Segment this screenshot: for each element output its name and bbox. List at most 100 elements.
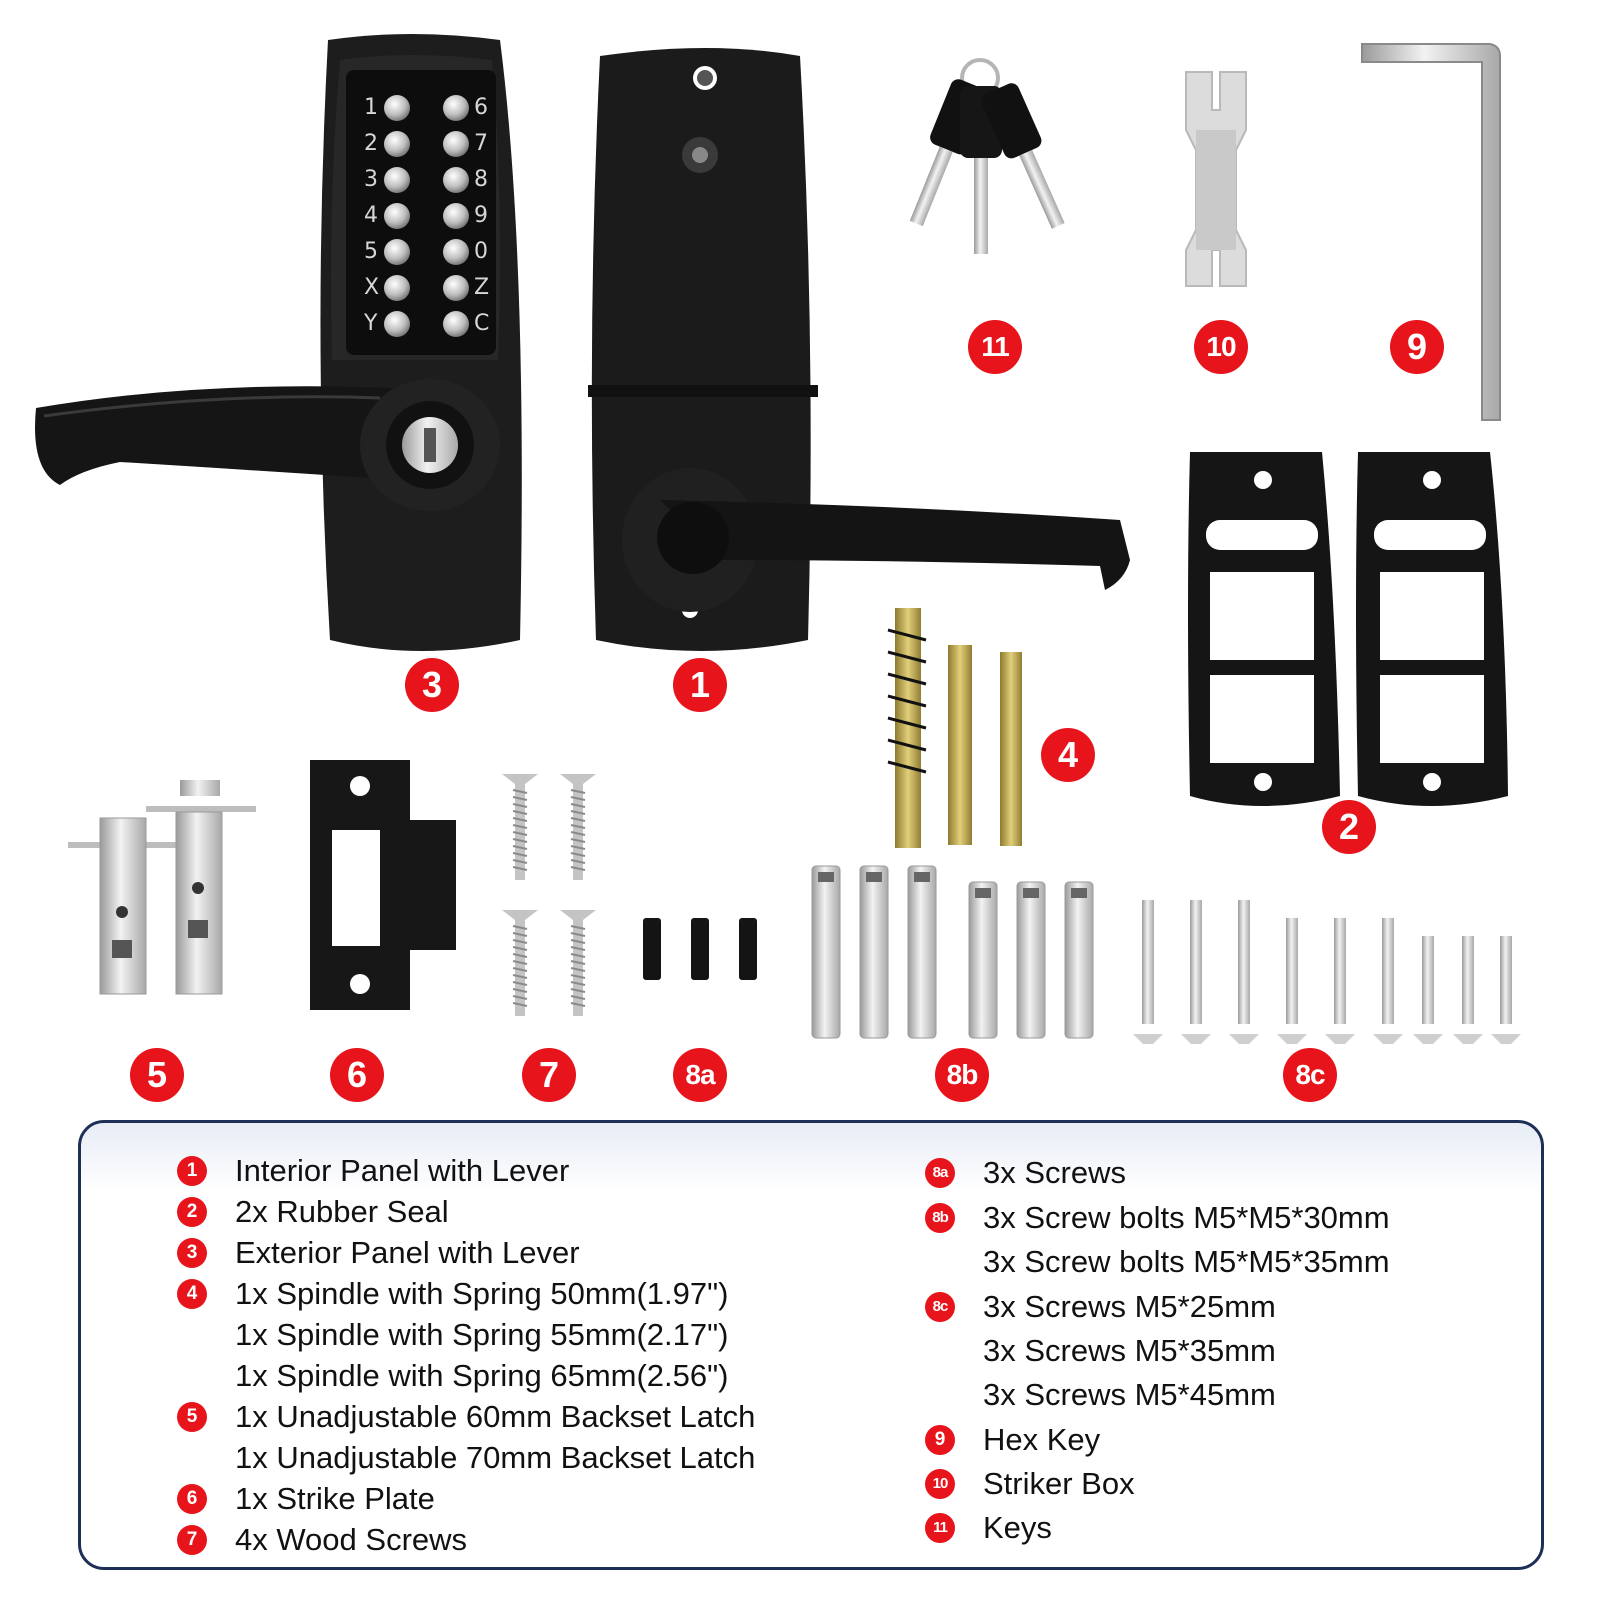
screw-bolt	[1016, 881, 1046, 1039]
keypad-button	[384, 311, 410, 337]
screw-head	[502, 774, 538, 784]
interior-panel-with-lever	[588, 48, 1130, 651]
legend-badge-8b: 8b	[925, 1203, 955, 1233]
legend-text-continued: 3x Screw bolts M5*M5*35mm	[983, 1244, 1390, 1279]
keypad-label: 0	[474, 239, 488, 264]
badge-6: 6	[330, 1048, 384, 1102]
machine-screws	[1133, 900, 1521, 1044]
legend-text-continued: 1x Spindle with Spring 65mm(2.56")	[235, 1358, 729, 1393]
machine-screw-shaft	[1500, 936, 1512, 1024]
screw-thread	[570, 1002, 586, 1007]
screw-thread	[570, 803, 586, 808]
screw-thread	[512, 974, 528, 979]
badge-5: 5	[130, 1048, 184, 1102]
keypad-label: 6	[474, 95, 488, 120]
screw-bolt	[968, 881, 998, 1039]
screw-thread	[512, 995, 528, 1000]
screw-thread	[570, 967, 586, 972]
set-screws	[643, 918, 757, 980]
screw-shaft	[515, 784, 525, 880]
screw-bolt-socket	[866, 872, 882, 882]
machine-screw-shaft	[1422, 936, 1434, 1024]
screw-bolt	[907, 865, 937, 1039]
keypad-button	[443, 95, 469, 121]
keypad-label: X	[364, 275, 380, 300]
screw-thread	[570, 974, 586, 979]
screw-thread	[512, 953, 528, 958]
screw-thread	[512, 831, 528, 836]
screw-bolt-socket	[914, 872, 930, 882]
keypad-label: 7	[474, 131, 488, 156]
screw-thread	[570, 925, 586, 930]
legend-badge-5: 5	[177, 1402, 207, 1432]
keypad-button	[443, 131, 469, 157]
screw-head	[502, 910, 538, 920]
parts-legend: 1 Interior Panel with Lever 2 2x Rubber …	[78, 1120, 1544, 1570]
keypad-label: 1	[364, 95, 378, 120]
legend-text: Exterior Panel with Lever	[235, 1235, 580, 1270]
legend-text: 1x Unadjustable 60mm Backset Latch	[235, 1399, 756, 1434]
badge-1: 1	[673, 658, 727, 712]
legend-text: 4x Wood Screws	[235, 1522, 468, 1557]
legend-text: Keys	[983, 1510, 1052, 1545]
screw-thread	[570, 932, 586, 937]
badge-2: 2	[1322, 800, 1376, 854]
striker-box	[1185, 71, 1247, 287]
screw-thread	[512, 866, 528, 871]
screw-head	[1229, 1034, 1259, 1044]
screw-thread	[570, 789, 586, 794]
strike-plate	[310, 760, 456, 1010]
screw-thread	[512, 988, 528, 993]
legend-text: 3x Screw bolts M5*M5*30mm	[983, 1200, 1390, 1235]
keypad-label: 2	[364, 131, 378, 156]
screw-thread	[512, 859, 528, 864]
badge-10: 10	[1194, 320, 1248, 374]
screw-bolt	[811, 865, 841, 1039]
machine-screw-shaft	[1334, 918, 1346, 1024]
screw-thread	[512, 960, 528, 965]
machine-screw-shaft	[1286, 918, 1298, 1024]
legend-text-continued: 3x Screws M5*35mm	[983, 1333, 1276, 1368]
legend-badge-8a: 8a	[925, 1158, 955, 1188]
screw-thread	[512, 981, 528, 986]
screw-thread	[570, 981, 586, 986]
spindles-with-spring	[887, 608, 1022, 848]
keypad-button	[384, 239, 410, 265]
legend-text: 2x Rubber Seal	[235, 1194, 449, 1229]
keys	[909, 58, 1065, 254]
screw-thread	[570, 845, 586, 850]
screw-thread	[570, 995, 586, 1000]
screw-thread	[512, 925, 528, 930]
legend-text: Interior Panel with Lever	[235, 1153, 570, 1188]
screw-thread	[512, 789, 528, 794]
screw-thread	[512, 845, 528, 850]
legend-item-8a: 8a 3x Screws	[925, 1153, 1126, 1193]
screw-shaft	[573, 920, 583, 1016]
keypad-button	[443, 167, 469, 193]
legend-text: 3x Screws	[983, 1155, 1126, 1190]
keypad-label: Z	[474, 275, 490, 300]
screw-thread	[570, 852, 586, 857]
screw-thread	[570, 946, 586, 951]
screw-thread	[570, 824, 586, 829]
keypad-button	[384, 275, 410, 301]
legend-text: 1x Strike Plate	[235, 1481, 435, 1516]
legend-item-11: 11 Keys	[925, 1508, 1052, 1548]
screw-thread	[570, 796, 586, 801]
legend-item-5: 5 1x Unadjustable 60mm Backset Latch	[177, 1397, 755, 1437]
legend-badge-4: 4	[177, 1279, 207, 1309]
screw-thread	[512, 803, 528, 808]
legend-text: Striker Box	[983, 1466, 1135, 1501]
legend-text-continued: 1x Unadjustable 70mm Backset Latch	[235, 1440, 756, 1475]
screw-thread	[512, 967, 528, 972]
legend-item-8c: 8c 3x Screws M5*25mm	[925, 1287, 1276, 1327]
screw-thread	[570, 988, 586, 993]
keypad-button	[443, 311, 469, 337]
screw-thread	[512, 932, 528, 937]
screw-bolt-socket	[975, 888, 991, 898]
keypad-label: 4	[364, 203, 378, 228]
screw-thread	[570, 960, 586, 965]
screw-head	[1133, 1034, 1163, 1044]
screw-bolt	[859, 865, 889, 1039]
